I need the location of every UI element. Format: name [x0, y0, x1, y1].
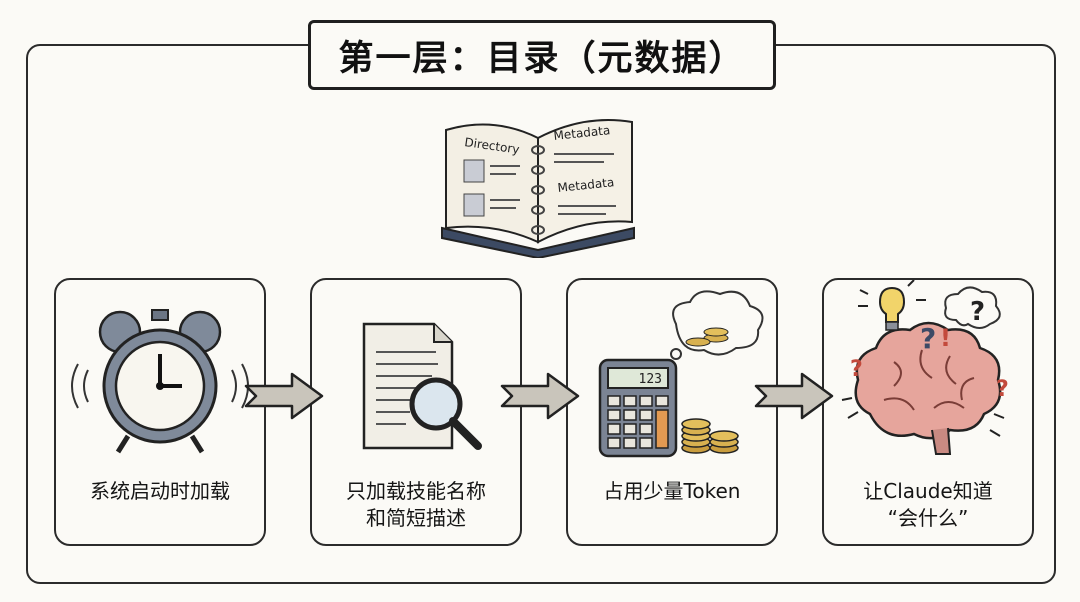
step-1-label: 系统启动时加载	[90, 479, 230, 503]
svg-text:?: ?	[970, 297, 985, 327]
arrow-right-icon	[754, 372, 834, 420]
arrow-right-icon	[244, 372, 324, 420]
brain-idea-icon: ? ? ! ? ?	[841, 280, 1009, 455]
calculator-coins-icon: 123	[598, 290, 764, 458]
arrow-right-icon	[500, 372, 580, 420]
step-card-3: 123 占用少量Token	[566, 278, 778, 546]
alarm-clock-icon	[71, 309, 249, 454]
step-2-label: 只加载技能名称 和简短描述	[346, 479, 486, 530]
step-card-2: 只加载技能名称 和简短描述	[310, 278, 522, 546]
step-card-1: 系统启动时加载	[54, 278, 266, 546]
page-title: 第一层：目录（元数据）	[338, 38, 746, 79]
step-card-4: ? ? ! ? ? 让Claude知道 “会什么”	[822, 278, 1034, 546]
svg-text:!: !	[940, 324, 951, 352]
open-book-icon: Directory Metadata Metadata	[441, 119, 635, 258]
document-magnifier-icon	[362, 322, 482, 450]
svg-text:?: ?	[850, 357, 863, 382]
step-4-label: 让Claude知道 “会什么”	[863, 479, 993, 530]
svg-text:?: ?	[920, 322, 936, 355]
svg-text:?: ?	[996, 377, 1009, 402]
book-right-label-bottom: Metadata	[557, 175, 615, 195]
book-right-label-top: Metadata	[553, 123, 611, 143]
calculator-display: 123	[639, 372, 662, 387]
step-3-label: 占用少量Token	[603, 479, 741, 503]
title-banner: 第一层：目录（元数据）	[308, 20, 776, 90]
